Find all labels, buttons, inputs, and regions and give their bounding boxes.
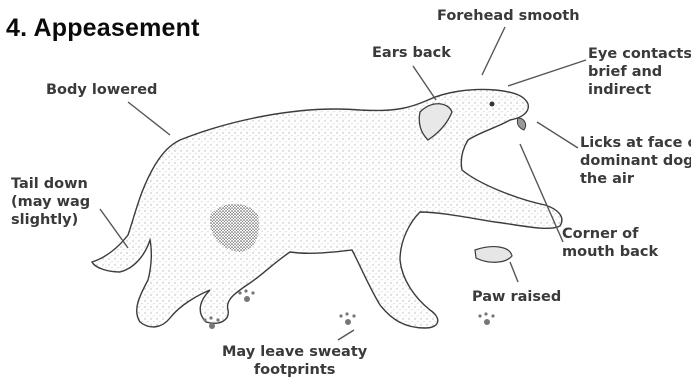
dog-eye	[490, 102, 495, 107]
label-paw: Paw raised	[472, 288, 561, 306]
label-footprints: May leave sweaty footprints	[222, 343, 367, 379]
raised-paw	[475, 247, 512, 263]
label-body: Body lowered	[46, 81, 157, 99]
label-forehead: Forehead smooth	[437, 7, 580, 25]
label-ears: Ears back	[372, 44, 451, 62]
label-mouth: Corner of mouth back	[562, 225, 658, 261]
footprint-marks	[203, 289, 494, 329]
label-licks: Licks at face of dominant dog or the air	[580, 134, 691, 188]
label-tail: Tail down (may wag slightly)	[11, 175, 90, 229]
label-eye-contact: Eye contacts brief and indirect	[588, 45, 691, 99]
dog-tongue	[517, 118, 525, 130]
